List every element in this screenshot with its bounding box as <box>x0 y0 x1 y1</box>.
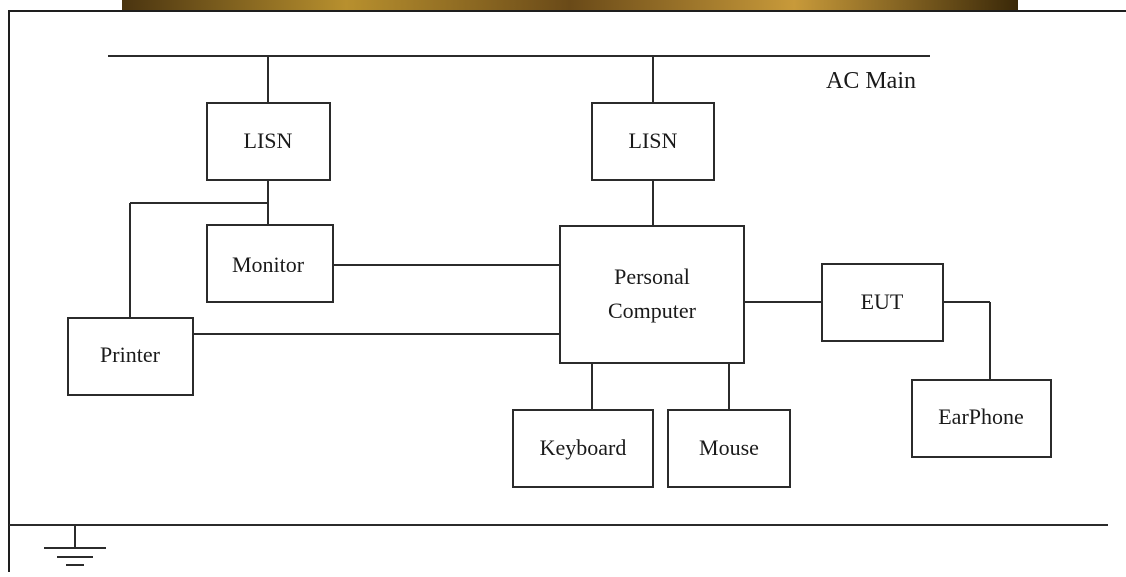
lisn-left-block <box>206 102 331 181</box>
earphone-block <box>911 379 1052 458</box>
personal-computer-label-line1: Personal <box>614 264 690 289</box>
monitor-block <box>206 224 334 303</box>
personal-computer-block <box>559 225 745 364</box>
keyboard-block <box>512 409 654 488</box>
printer-label: Printer <box>100 342 161 367</box>
printer-block <box>67 317 194 396</box>
top-banner-image <box>122 0 1018 10</box>
personal-computer-label-line2: Computer <box>608 298 697 323</box>
wiring <box>129 56 991 410</box>
mouse-block <box>667 409 791 488</box>
lisn-right-block <box>591 102 715 181</box>
keyboard-label: Keyboard <box>540 435 627 460</box>
earphone-label: EarPhone <box>938 404 1024 429</box>
mouse-label: Mouse <box>699 435 759 460</box>
lisn-right-label: LISN <box>629 128 678 153</box>
lisn-left-label: LISN <box>244 128 293 153</box>
ground-icon <box>44 525 106 566</box>
monitor-label: Monitor <box>232 252 305 277</box>
eut-block <box>821 263 944 342</box>
ac-main-label: AC Main <box>826 68 916 94</box>
eut-label: EUT <box>861 289 904 314</box>
diagram-frame <box>8 10 1126 572</box>
